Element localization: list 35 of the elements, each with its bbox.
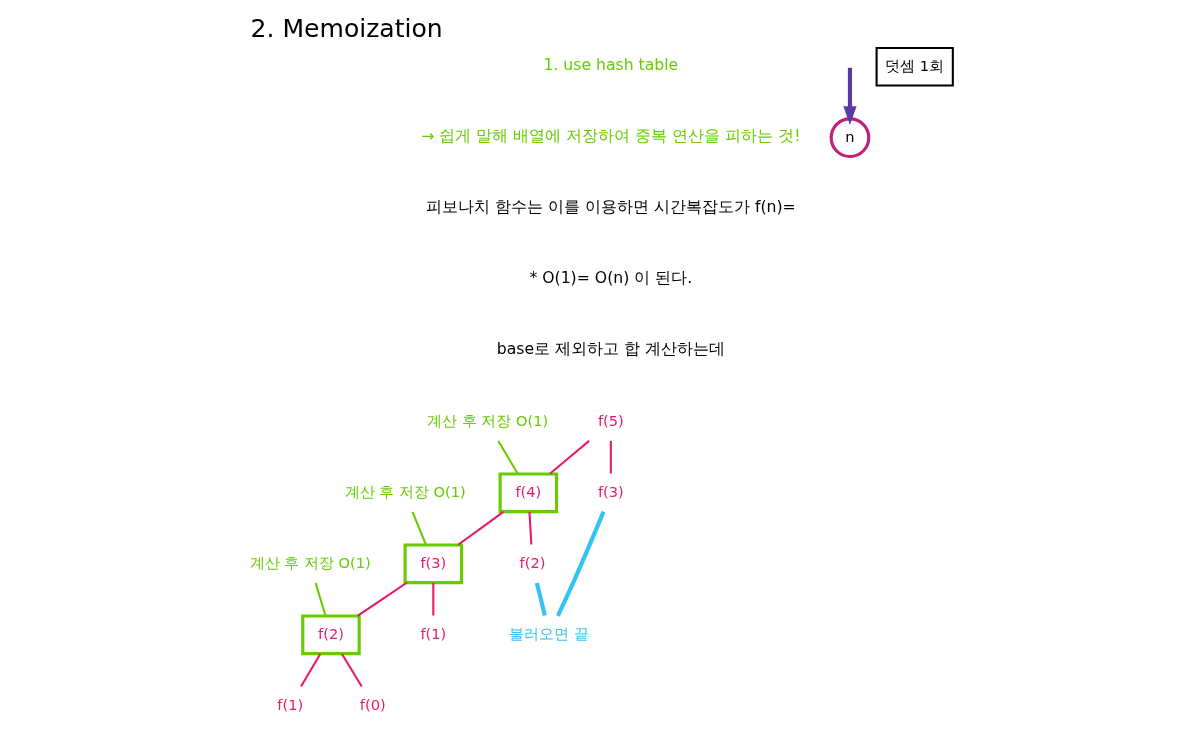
connector [528, 511, 533, 545]
node-box: f(2) [301, 614, 361, 656]
node-box: f(4) [498, 472, 559, 514]
connector [356, 581, 408, 617]
node-text: f(1) [277, 695, 304, 713]
node-text: f(2) [519, 553, 546, 571]
node-text: f(0) [359, 695, 386, 713]
arrow [843, 67, 857, 126]
node-text: 계산 후 저장 O(1) [427, 411, 549, 429]
connector [555, 510, 606, 617]
connector [411, 511, 427, 545]
connector [497, 440, 519, 475]
connector [314, 582, 327, 616]
node-text: 계산 후 저장 O(1) [249, 553, 371, 571]
connector [457, 511, 504, 546]
connector [609, 440, 612, 474]
node-text: f(3) [597, 482, 624, 500]
node-text: f(5) [597, 411, 624, 429]
label: * O(1)= O(n) 이 된다. [529, 268, 693, 288]
label: → 쉽게 말해 배열에 저장하여 중복 연산을 피하는 것! [421, 126, 801, 146]
label: 피보나치 함수는 이를 이용하면 시간복잡도가 f(n)= [426, 197, 796, 217]
node-box: 덧셈 1회 [875, 46, 954, 87]
label: 1. use hash table [543, 55, 679, 75]
connector [341, 653, 363, 688]
connector [534, 582, 547, 616]
label: base로 제외하고 합 계산하는데 [496, 339, 725, 359]
connector [300, 653, 322, 688]
connector [549, 440, 590, 475]
node-circle: n [829, 117, 871, 159]
diagram-title: 2. Memoization [250, 13, 443, 43]
node-box: f(3) [403, 543, 464, 585]
node-text: 계산 후 저장 O(1) [344, 482, 466, 500]
node-text: f(1) [420, 624, 447, 642]
connector [432, 582, 435, 616]
node-text: 불러오면 끝 [509, 624, 590, 642]
